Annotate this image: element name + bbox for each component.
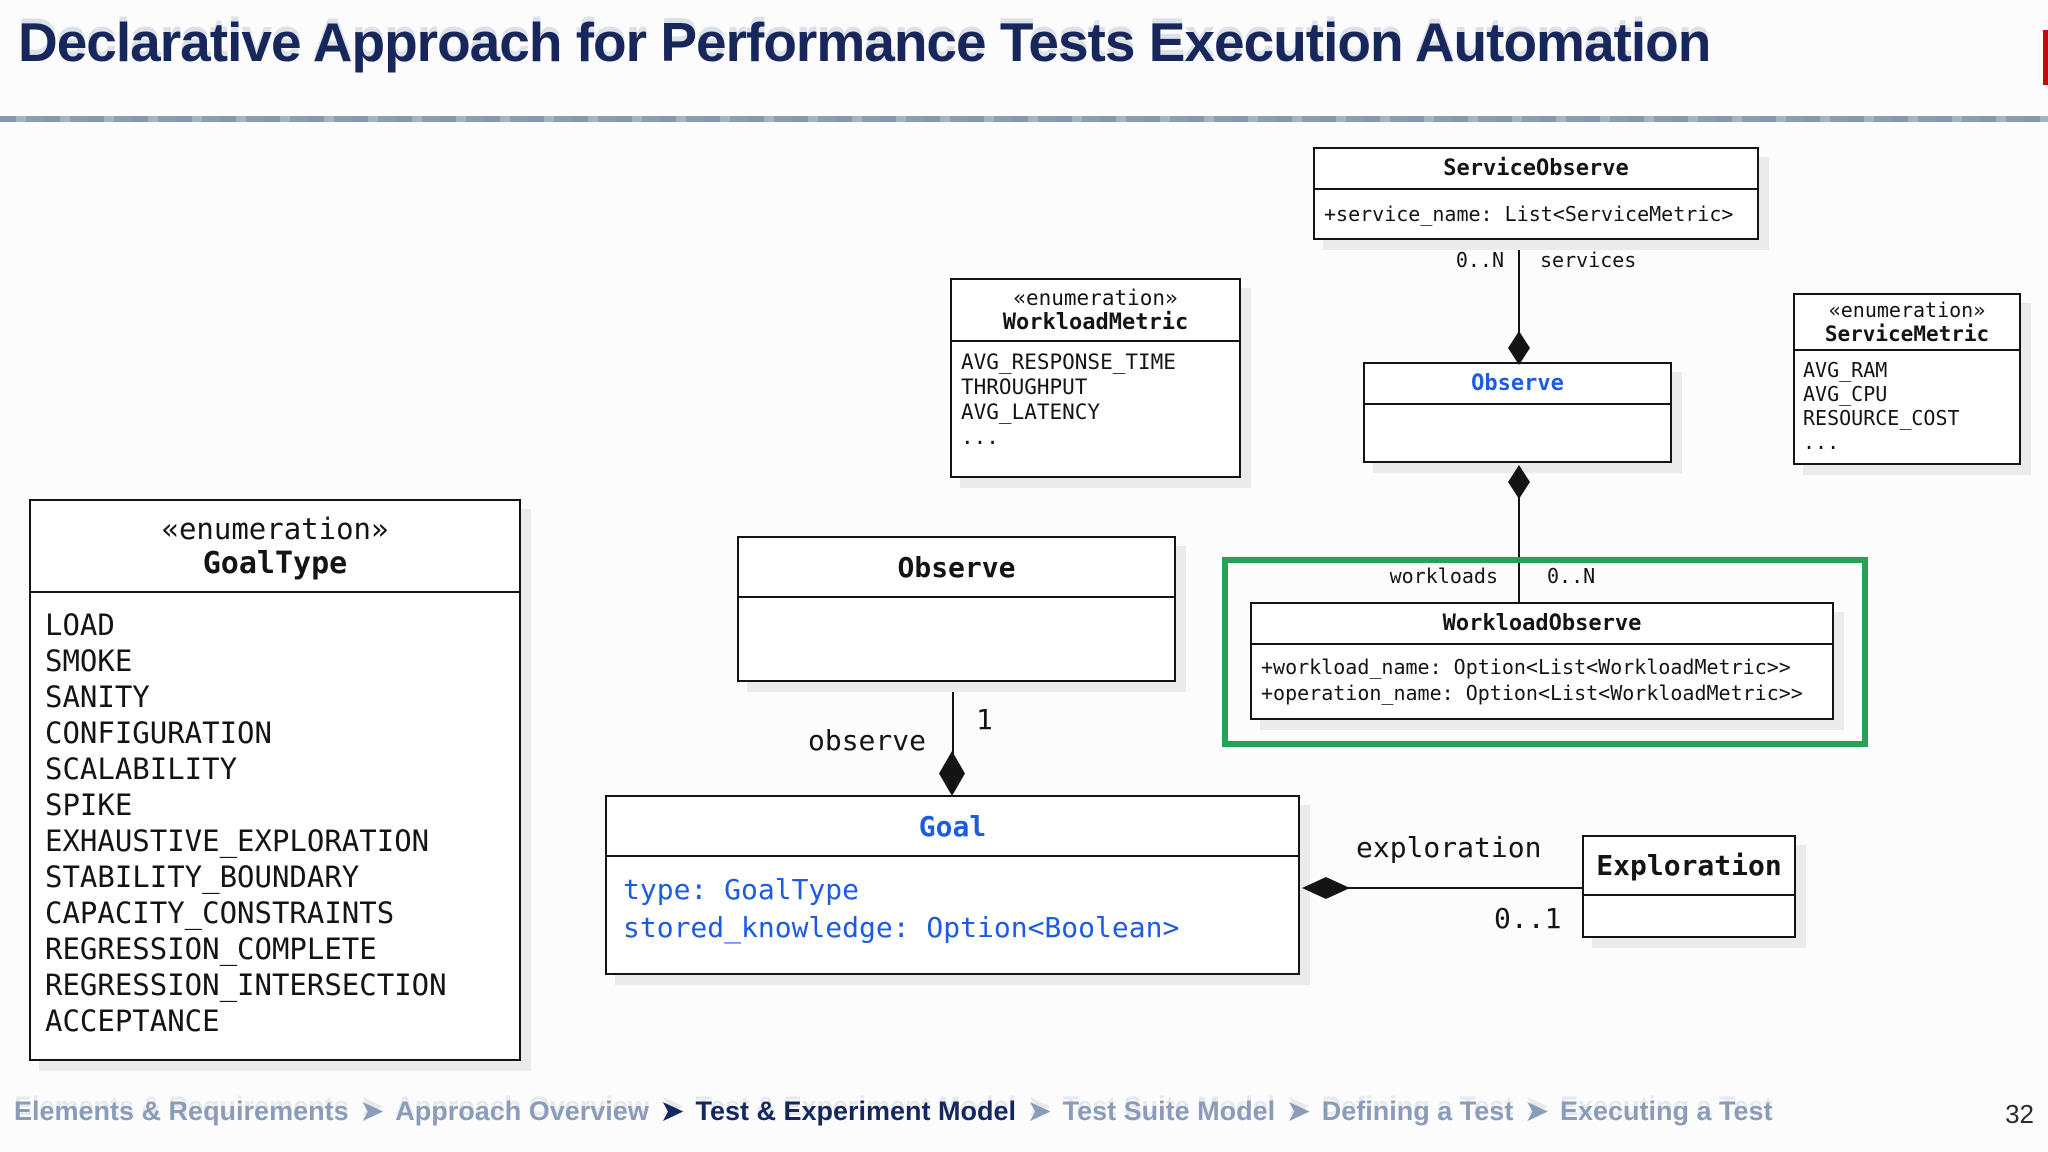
empty-compartment: [1365, 405, 1670, 461]
class-title: ServiceMetric: [1824, 322, 1990, 346]
header-divider: [0, 116, 2048, 122]
class-box-serviceobserve: ServiceObserve +service_name: List<Servi…: [1313, 147, 1759, 240]
class-box-workloadobserve: WorkloadObserve +workload_name: Option<L…: [1250, 602, 1834, 720]
class-header: «enumeration» WorkloadMetric: [952, 280, 1239, 342]
class-attributes: type: GoalType stored_knowledge: Option<…: [623, 873, 1180, 944]
enum-values: AVG_RESPONSE_TIME THROUGHPUT AVG_LATENCY…: [961, 350, 1176, 449]
breadcrumb-item-test-suite-model: Test Suite Model: [1062, 1096, 1276, 1126]
role-label-exploration: exploration: [1356, 831, 1542, 864]
breadcrumb-separator-icon: ➤: [1525, 1096, 1548, 1126]
role-label-services: services: [1540, 248, 1637, 272]
empty-compartment: [1584, 896, 1794, 936]
association-line-workloads: [1518, 497, 1520, 602]
class-title: ServiceObserve: [1315, 149, 1757, 190]
multiplicity-label-exploration: 0..1: [1494, 902, 1562, 935]
class-title: WorkloadMetric: [1002, 309, 1189, 335]
breadcrumb-item-test-experiment-model: Test & Experiment Model: [695, 1096, 1017, 1126]
composition-diamond-exploration: [1302, 877, 1350, 899]
association-line-services: [1518, 240, 1520, 334]
class-header: «enumeration» ServiceMetric: [1795, 295, 2019, 351]
breadcrumb-separator-icon: ➤: [1287, 1096, 1310, 1126]
class-title: GoalType: [202, 545, 348, 581]
stereotype-label: «enumeration»: [1828, 298, 1986, 322]
enum-values: LOAD SMOKE SANITY CONFIGURATION SCALABIL…: [45, 608, 447, 1038]
class-title: Observe: [1365, 364, 1670, 405]
breadcrumb: Elements & Requirements ➤ Approach Overvie…: [8, 1096, 1998, 1127]
composition-diamond-services: [1508, 331, 1530, 365]
role-label-workloads: workloads: [1389, 564, 1498, 588]
multiplicity-label-observe: 1: [976, 703, 993, 736]
page-number: 32: [2005, 1099, 2034, 1129]
composition-diamond-observe: [939, 751, 965, 796]
class-box-workloadmetric-enum: «enumeration» WorkloadMetric AVG_RESPONS…: [950, 278, 1241, 478]
class-attributes: +service_name: List<ServiceMetric>: [1324, 202, 1734, 226]
role-label-observe: observe: [807, 724, 926, 757]
enum-values: AVG_RAM AVG_CPU RESOURCE_COST ...: [1803, 358, 1960, 454]
empty-compartment: [739, 598, 1174, 680]
breadcrumb-item-elements-requirements: Elements & Requirements: [14, 1096, 349, 1126]
breadcrumb-item-defining-a-test: Defining a Test: [1321, 1096, 1514, 1126]
multiplicity-label-workloads: 0..N: [1547, 564, 1596, 588]
stereotype-label: «enumeration»: [1013, 285, 1178, 310]
association-line-exploration: [1346, 887, 1582, 889]
page-title: Declarative Approach for Performance Tes…: [18, 11, 1711, 73]
red-edge-mark: [2043, 30, 2048, 85]
class-attributes: +workload_name: Option<List<WorkloadMetr…: [1261, 655, 1803, 705]
class-box-goal: Goal type: GoalType stored_knowledge: Op…: [605, 795, 1300, 975]
multiplicity-label-services: 0..N: [1455, 248, 1504, 272]
class-title: Observe: [739, 538, 1174, 598]
class-box-observe-top: Observe: [1363, 362, 1672, 463]
class-title: Goal: [607, 797, 1298, 857]
breadcrumb-item-executing-a-test: Executing a Test: [1559, 1096, 1773, 1126]
class-box-exploration: Exploration: [1582, 835, 1796, 938]
breadcrumb-separator-icon: ➤: [1028, 1096, 1051, 1126]
class-box-observe-mid: Observe: [737, 536, 1176, 682]
association-line-observe: [952, 682, 954, 754]
breadcrumb-separator-icon: ➤: [660, 1096, 684, 1126]
class-header: «enumeration» GoalType: [31, 501, 519, 593]
class-box-servicemetric-enum: «enumeration» ServiceMetric AVG_RAM AVG_…: [1793, 293, 2021, 465]
class-box-goaltype-enum: «enumeration» GoalType LOAD SMOKE SANITY…: [29, 499, 521, 1061]
composition-diamond-workloads: [1508, 465, 1530, 499]
highlight-box-workloadobserve: [1222, 557, 1868, 747]
class-title: WorkloadObserve: [1252, 604, 1832, 645]
stereotype-label: «enumeration»: [161, 511, 389, 546]
breadcrumb-separator-icon: ➤: [360, 1096, 384, 1126]
class-title: Exploration: [1584, 837, 1794, 896]
breadcrumb-item-approach-overview: Approach Overview: [395, 1096, 649, 1126]
